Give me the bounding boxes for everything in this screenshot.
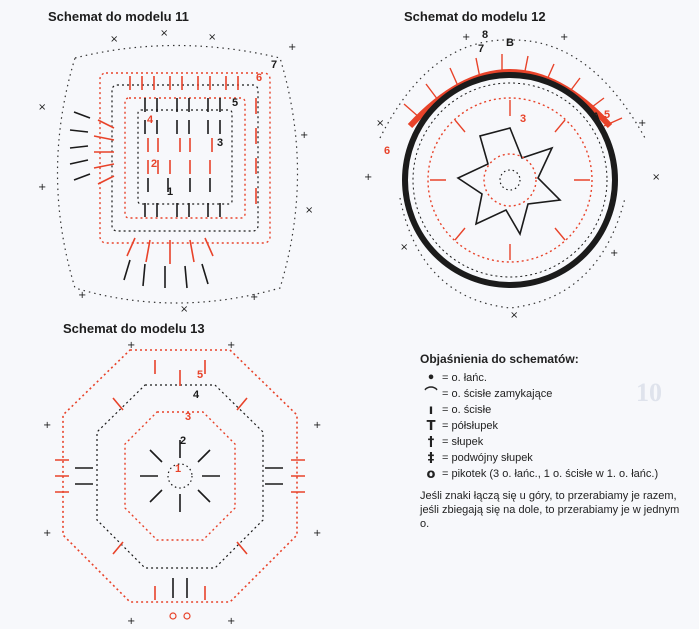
legend-title: Objaśnienia do schematów: [420, 352, 685, 366]
svg-text:+: + [288, 42, 296, 53]
round-label-4: 4 [147, 114, 154, 126]
svg-text:+: + [227, 340, 235, 351]
round-label-a: A [592, 111, 600, 123]
legend-item-text: = podwójny słupek [442, 452, 533, 464]
outer-octagon [63, 350, 297, 602]
red-square-rounds [100, 73, 270, 243]
svg-text:+: + [227, 616, 235, 627]
svg-text:+: + [364, 172, 372, 183]
model-12-title: Schemat do modelu 12 [404, 9, 546, 24]
legend-item-double-crochet: † = słupek [420, 436, 685, 449]
model-13-diagram: + + + + + + + + 1 2 3 4 5 [35, 340, 325, 629]
model-12-diagram: + + × + + × × + × 3 A B 5 6 7 8 [360, 28, 660, 318]
legend-item-text: = półsłupek [442, 420, 498, 432]
round-label-6: 6 [384, 145, 390, 157]
svg-text:×: × [110, 34, 118, 45]
stitch-marks [70, 76, 256, 288]
round-label-4: 4 [193, 389, 200, 401]
treble-crochet-symbol-icon: ‡ [420, 452, 442, 465]
outer-scallop-row [380, 40, 645, 308]
center-chain [500, 170, 520, 190]
legend-item-single-crochet: ı = o. ścisłe [420, 404, 685, 417]
picot-marks [170, 613, 190, 619]
svg-text:+: + [127, 340, 135, 351]
legend-note: Jeśli znaki łączą się u góry, to przerab… [420, 489, 685, 531]
round-label-6: 6 [256, 72, 262, 84]
legend-box: Objaśnienia do schematów: • = o. łańc. ⌒… [420, 352, 685, 531]
legend-item-slip-stitch: ⌒ = o. ścisłe zamykające [420, 388, 685, 401]
svg-text:×: × [160, 28, 168, 39]
cross-marks: × × × + × + + × + × + [38, 28, 313, 315]
model-11-title: Schemat do modelu 11 [48, 9, 189, 24]
round-label-8: 8 [482, 29, 488, 41]
legend-item-text: = pikotek (3 o. łańc., 1 o. ścisłe w 1. … [442, 468, 658, 480]
round-label-3: 3 [217, 137, 223, 149]
svg-text:+: + [127, 616, 135, 627]
legend-item-text: = słupek [442, 436, 483, 448]
svg-text:+: + [610, 248, 618, 259]
slip-stitch-symbol-icon: ⌒ [420, 388, 442, 401]
round-label-7: 7 [271, 59, 277, 71]
svg-text:×: × [305, 205, 313, 216]
svg-text:+: + [462, 32, 470, 43]
legend-item-text: = o. ścisłe zamykające [442, 388, 552, 400]
outer-picot-row [58, 46, 298, 304]
model-13-title: Schemat do modelu 13 [63, 321, 205, 336]
svg-text:+: + [43, 420, 51, 431]
legend-item-text: = o. ścisłe [442, 404, 491, 416]
round-label-2: 2 [180, 435, 186, 447]
legend-item-text: = o. łańc. [442, 372, 487, 384]
svg-text:+: + [313, 528, 321, 539]
red-spoke-stitches [430, 100, 590, 260]
svg-text:×: × [400, 242, 408, 253]
single-crochet-symbol-icon: ı [420, 404, 442, 417]
chain-symbol-icon: • [420, 372, 442, 385]
svg-text:+: + [638, 118, 646, 129]
round-label-1: 1 [167, 186, 173, 198]
svg-text:×: × [510, 310, 518, 318]
model-11-diagram: × × × + × + + × + × + 1 2 3 4 5 6 7 [30, 28, 320, 318]
round-label-2: 2 [151, 158, 157, 170]
round-label-5: 5 [197, 369, 203, 381]
svg-text:+: + [38, 182, 46, 193]
inner-center-ring [484, 154, 536, 206]
svg-text:×: × [208, 32, 216, 43]
inner-star [458, 128, 560, 234]
round-label-1: 1 [175, 463, 181, 475]
half-double-symbol-icon: T [420, 420, 442, 433]
svg-text:+: + [560, 32, 568, 43]
round-label-5: 5 [604, 109, 610, 121]
round-label-5: 5 [232, 97, 238, 109]
picot-symbol-icon: o [420, 468, 442, 481]
svg-text:+: + [313, 420, 321, 431]
red-inner-ring [428, 98, 592, 262]
legend-item-picot: o = pikotek (3 o. łańc., 1 o. ścisłe w 1… [420, 468, 685, 481]
svg-text:+: + [300, 130, 308, 141]
round-label-b: B [506, 37, 514, 49]
legend-item-half-double: T = półsłupek [420, 420, 685, 433]
svg-text:×: × [652, 172, 660, 183]
round-label-3: 3 [185, 411, 191, 423]
svg-text:×: × [180, 304, 188, 315]
round-label-3: 3 [520, 113, 526, 125]
legend-item-chain: • = o. łańc. [420, 372, 685, 385]
svg-text:+: + [78, 290, 86, 301]
svg-text:×: × [38, 102, 46, 113]
svg-text:×: × [376, 118, 384, 129]
round-label-7: 7 [478, 43, 484, 55]
legend-item-treble-crochet: ‡ = podwójny słupek [420, 452, 685, 465]
double-crochet-symbol-icon: † [420, 436, 442, 449]
svg-text:+: + [250, 292, 258, 303]
svg-text:+: + [43, 528, 51, 539]
mid-octagon [97, 385, 263, 568]
